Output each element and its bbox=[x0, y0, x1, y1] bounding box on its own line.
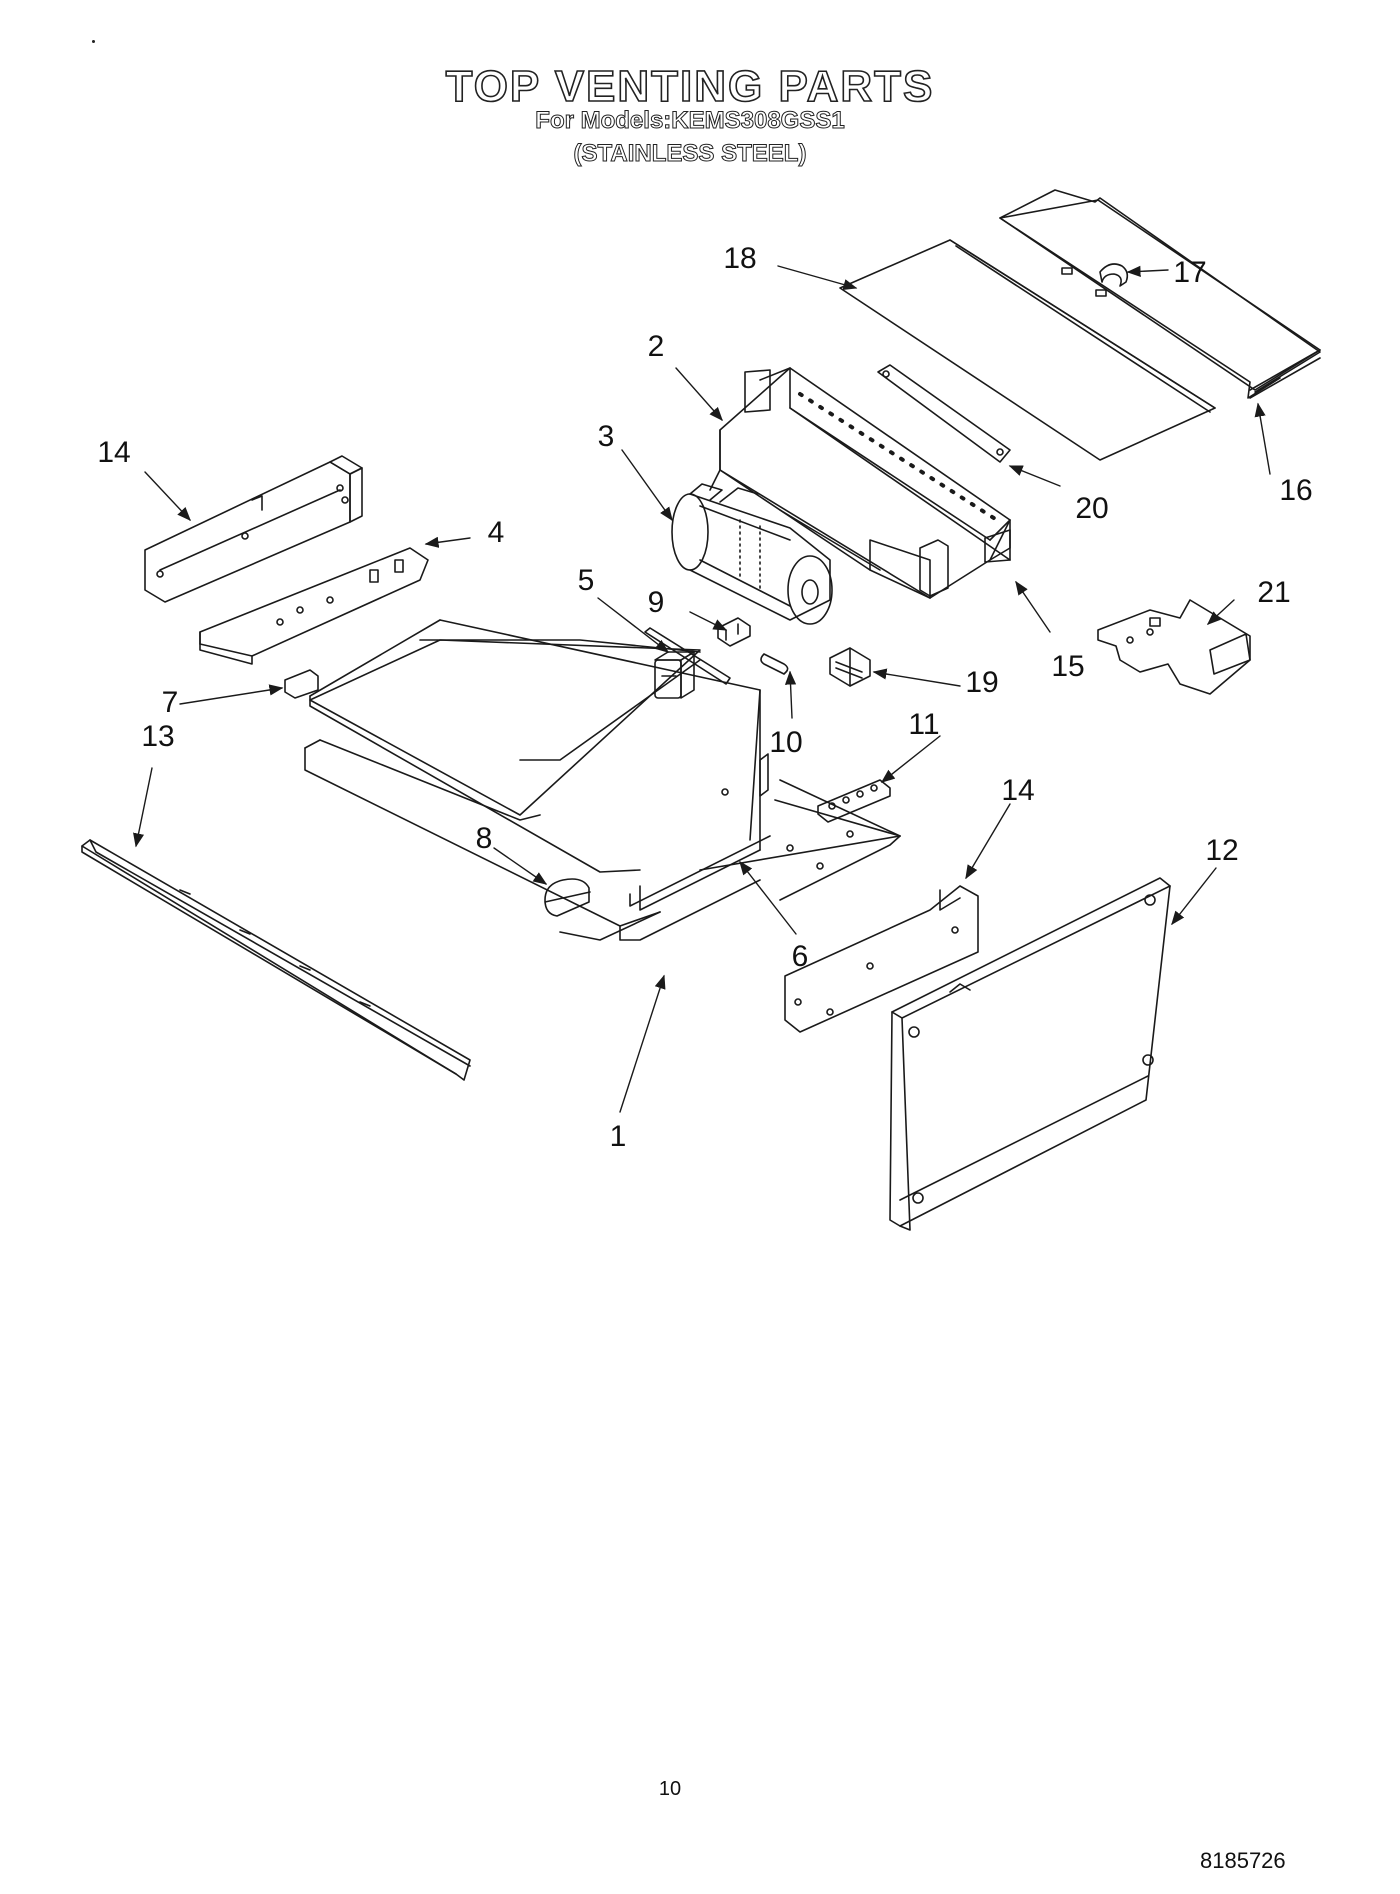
leader-lines bbox=[133, 265, 1271, 1113]
callout-9: 9 bbox=[648, 586, 665, 619]
callout-labels: 18 17 2 3 16 20 15 14 4 21 5 9 10 19 11 … bbox=[97, 242, 1312, 1153]
part-14-right-bracket bbox=[784, 885, 979, 1033]
part-12-front-panel bbox=[889, 877, 1171, 1231]
callout-8: 8 bbox=[476, 822, 493, 855]
part-21-bracket bbox=[1097, 599, 1251, 695]
callout-12: 12 bbox=[1205, 834, 1238, 867]
callout-21: 21 bbox=[1257, 576, 1290, 609]
callout-13: 13 bbox=[141, 720, 174, 753]
part-1-chamber bbox=[304, 619, 901, 941]
callout-17: 17 bbox=[1173, 256, 1206, 289]
part-8-latch bbox=[544, 878, 591, 917]
document-code: 8185726 bbox=[1200, 1848, 1286, 1873]
part-5-switch bbox=[654, 651, 695, 699]
part-13-trim bbox=[81, 839, 471, 1081]
callout-20: 20 bbox=[1075, 492, 1108, 525]
finish-line: (STAINLESS STEEL) bbox=[573, 140, 807, 168]
models-line: For Models:KEMS308GSS1 bbox=[535, 107, 845, 135]
callout-14-upper: 14 bbox=[97, 436, 130, 469]
callout-1: 1 bbox=[610, 1120, 627, 1153]
callout-19: 19 bbox=[965, 666, 998, 699]
callout-3: 3 bbox=[598, 420, 615, 453]
part-14-left-bracket bbox=[144, 455, 363, 603]
part-11-terminal-block bbox=[817, 779, 891, 823]
part-18-top-cover bbox=[839, 239, 1216, 461]
callout-2: 2 bbox=[648, 330, 665, 363]
callout-18: 18 bbox=[723, 242, 756, 275]
part-3-blower bbox=[671, 483, 833, 625]
part-9-terminal bbox=[717, 617, 751, 647]
part-17-clip bbox=[1061, 263, 1129, 297]
callout-11: 11 bbox=[908, 708, 939, 741]
callout-10: 10 bbox=[769, 726, 802, 759]
scan-dot bbox=[92, 40, 95, 43]
part-16-rear-panel bbox=[999, 189, 1321, 399]
callout-5: 5 bbox=[578, 564, 595, 597]
page-number: 10 bbox=[658, 1778, 682, 1800]
part-4-plate bbox=[199, 547, 429, 665]
part-15-bracket bbox=[919, 539, 949, 597]
part-10-fuse bbox=[760, 653, 789, 675]
callout-16: 16 bbox=[1279, 474, 1312, 507]
part-20-strip bbox=[877, 364, 1011, 463]
callout-4: 4 bbox=[488, 516, 505, 549]
part-2-vent-duct bbox=[709, 367, 1011, 599]
callout-14-lower: 14 bbox=[1001, 774, 1034, 807]
part-19-transformer bbox=[829, 647, 871, 687]
callout-7: 7 bbox=[162, 686, 179, 719]
diagram-title: TOP VENTING PARTS bbox=[445, 61, 935, 112]
part-7-clip bbox=[284, 669, 319, 699]
callout-15: 15 bbox=[1051, 650, 1084, 683]
callout-6: 6 bbox=[792, 940, 809, 973]
